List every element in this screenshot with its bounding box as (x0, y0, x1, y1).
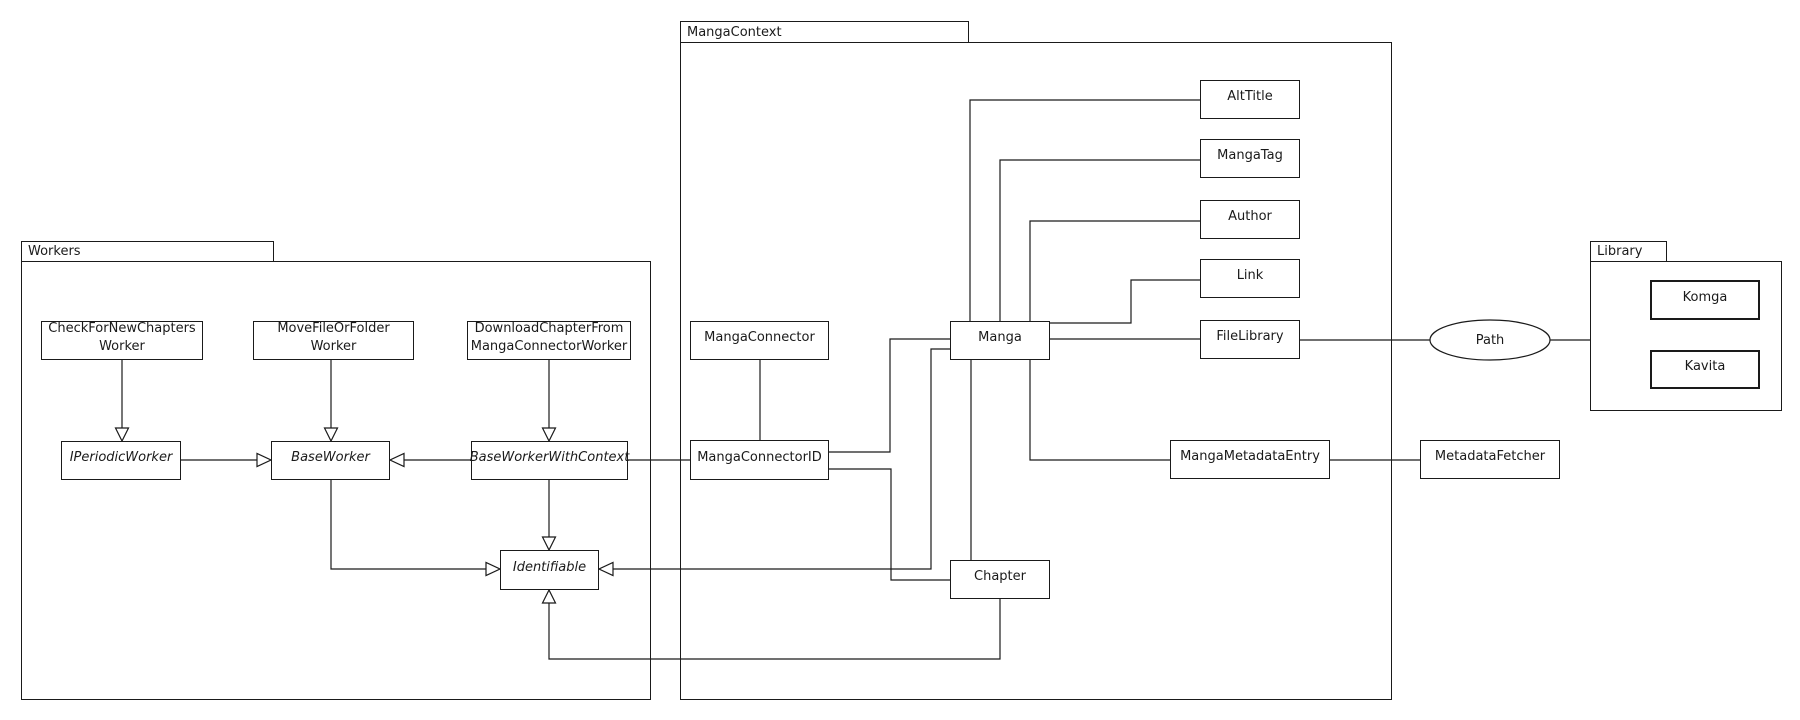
node-komga: Komga (1650, 280, 1760, 320)
node-label: MangaConnectorWorker (470, 339, 628, 354)
node-manga-connector: MangaConnector (690, 321, 829, 360)
node-chapter: Chapter (950, 560, 1050, 599)
node-metadata-fetcher: MetadataFetcher (1420, 440, 1560, 479)
node-label: IPeriodicWorker (69, 450, 173, 466)
node-label: Author (1228, 209, 1272, 225)
node-base-worker-with-context: BaseWorkerWithContext (469, 441, 630, 480)
package-label-manga-context: MangaContext (687, 24, 782, 40)
node-label: Manga (978, 330, 1022, 346)
edge-manga-alttitle (969, 99, 1200, 321)
node-move-file-or-folder-worker: MoveFileOrFolder Worker (253, 321, 414, 360)
node-label: Worker (99, 339, 145, 354)
node-label: MangaConnectorID (697, 449, 822, 465)
edge-manga-mangametadataentry (1029, 359, 1170, 461)
node-label: Chapter (974, 569, 1026, 585)
node-file-library: FileLibrary (1200, 320, 1300, 359)
node-label: Kavita (1684, 359, 1726, 375)
node-link: Link (1200, 259, 1300, 298)
node-base-worker: BaseWorker (271, 441, 390, 480)
arrowhead-identifiable-bottom (541, 588, 557, 604)
node-label: FileLibrary (1216, 329, 1284, 345)
node-label: Link (1236, 268, 1264, 284)
node-label: DownloadChapterFrom (474, 321, 624, 337)
package-body-library (1590, 261, 1782, 411)
arrowhead-baseworker-right (388, 452, 405, 468)
edge-manga-mangatag (999, 159, 1200, 321)
node-alt-title: AltTitle (1200, 80, 1300, 119)
arrowhead-baseworkerwithcontext-top (541, 427, 557, 443)
edge-chapter-identifiable (548, 599, 1001, 660)
node-label: Worker (310, 339, 357, 354)
node-label: MangaTag (1217, 148, 1283, 164)
node-label: MangaMetadataEntry (1180, 449, 1320, 465)
edge-manga-identifiable (613, 348, 950, 570)
package-body-workers (21, 261, 651, 700)
arrowhead-iperiodicworker-top (114, 427, 130, 443)
node-label: Path (1475, 332, 1505, 348)
node-label: BaseWorker (291, 450, 370, 466)
arrowhead-baseworker-left (256, 452, 273, 468)
package-tab-library: Library (1590, 241, 1667, 262)
node-check-for-new-chapters-worker: CheckForNewChapters Worker (41, 321, 203, 360)
node-manga-tag: MangaTag (1200, 139, 1300, 178)
edge-baseworker-identifiable (330, 479, 486, 570)
node-label: CheckForNewChapters (48, 321, 196, 337)
node-label: MangaConnector (704, 330, 815, 346)
node-kavita: Kavita (1650, 350, 1760, 389)
arrowhead-identifiable-left (485, 561, 502, 577)
edge-manga-author (1029, 220, 1200, 321)
node-label: MetadataFetcher (1434, 449, 1546, 465)
package-label-library: Library (1597, 244, 1643, 259)
node-iperiodic-worker: IPeriodicWorker (61, 441, 181, 480)
node-download-chapter-from-manga-connector-worker: DownloadChapterFrom MangaConnectorWorker (467, 321, 631, 360)
node-label: Komga (1682, 289, 1728, 305)
node-label: AltTitle (1227, 89, 1273, 105)
edge-mangaconnectorid-chapter (829, 468, 950, 581)
node-label: BaseWorkerWithContext (469, 450, 630, 466)
node-label: MoveFileOrFolder (277, 321, 390, 337)
package-body-manga-context (680, 42, 1392, 700)
node-identifiable: Identifiable (500, 550, 599, 590)
node-label: Identifiable (512, 559, 587, 575)
node-manga: Manga (950, 321, 1050, 360)
edge-mangaconnectorid-manga (829, 338, 950, 453)
package-label-workers: Workers (28, 244, 81, 259)
node-manga-connector-id: MangaConnectorID (690, 440, 829, 480)
node-manga-metadata-entry: MangaMetadataEntry (1170, 440, 1330, 479)
node-author: Author (1200, 200, 1300, 239)
arrowhead-identifiable-top (541, 536, 557, 552)
edge-manga-link (1049, 279, 1200, 324)
node-path: Path (1430, 320, 1550, 360)
arrowhead-identifiable-right (597, 561, 614, 577)
arrowhead-baseworker-top (323, 427, 339, 443)
path-ellipse-shape (1429, 319, 1551, 361)
